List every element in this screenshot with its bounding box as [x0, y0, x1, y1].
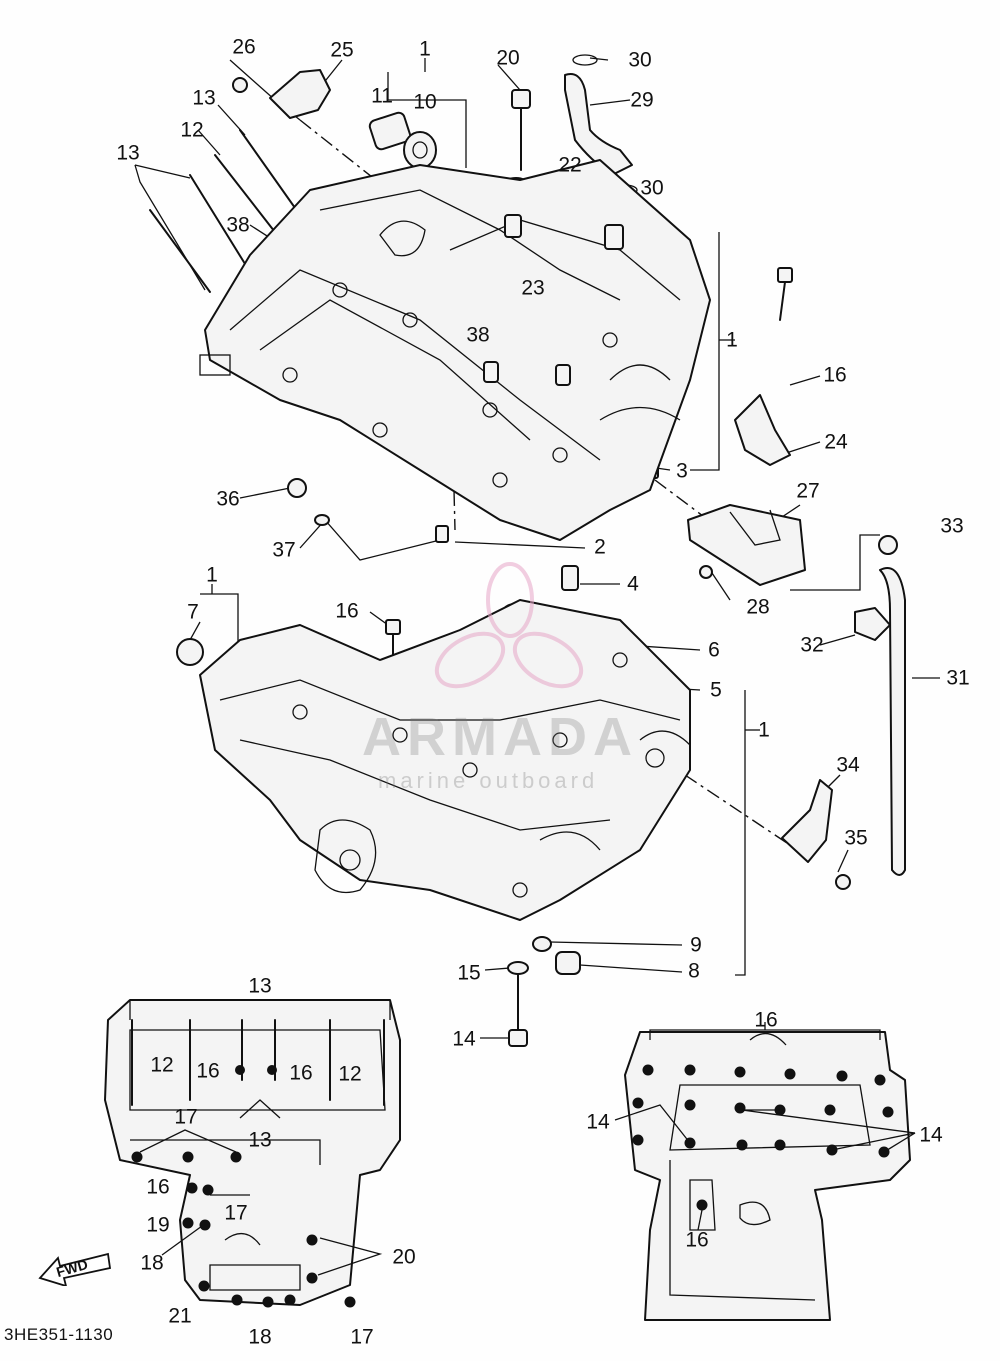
callout-number: 14	[586, 1110, 610, 1134]
callout-number: 20	[392, 1245, 416, 1269]
callout-number: 37	[272, 538, 296, 562]
callout-number: 24	[824, 430, 848, 454]
callout-number: 33	[940, 514, 964, 538]
watermark-logo	[434, 562, 584, 689]
callout-number: 1	[206, 563, 218, 587]
callout-number: 12	[150, 1053, 174, 1077]
callout-number: 30	[640, 176, 664, 200]
watermark-tagline: marine outboard	[378, 768, 599, 793]
callout-number: 3	[676, 459, 688, 483]
callout-number: 38	[466, 323, 490, 347]
callout-number: 29	[630, 88, 654, 112]
callout-number: 5	[710, 678, 722, 702]
callout-number: 25	[330, 38, 354, 62]
callout-number: 1	[726, 328, 738, 352]
callout-number: 8	[688, 959, 700, 983]
callout-number: 28	[746, 595, 770, 619]
callout-number: 13	[192, 86, 216, 110]
callout-number: 1	[419, 37, 431, 61]
callout-number: 31	[946, 666, 970, 690]
callout-number: 7	[187, 600, 199, 624]
callout-number: 32	[800, 633, 824, 657]
bolt-pattern-left	[104, 999, 401, 1308]
callout-number: 27	[796, 479, 820, 503]
callout-number: 35	[844, 826, 868, 850]
callout-number: 34	[836, 753, 860, 777]
bolt-pattern-right	[614, 1022, 916, 1321]
callout-number: 6	[708, 638, 720, 662]
callout-number: 17	[350, 1325, 374, 1349]
callout-number: 14	[452, 1027, 476, 1051]
callout-number: 26	[232, 35, 256, 59]
callout-number: 16	[685, 1228, 709, 1252]
callout-number: 2	[594, 535, 606, 559]
callout-number: 16	[196, 1059, 220, 1083]
callout-number: 12	[180, 118, 204, 142]
callout-number: 16	[335, 599, 359, 623]
callout-number: 23	[521, 276, 545, 300]
callout-number: 13	[248, 1128, 272, 1152]
callout-number: 11	[371, 84, 393, 108]
callout-number: 13	[248, 974, 272, 998]
diagram-code: 3HE351-1130	[4, 1325, 114, 1344]
callout-number: 38	[226, 213, 250, 237]
callout-number: 16	[823, 363, 847, 387]
callout-number: 19	[146, 1213, 170, 1237]
callout-number: 18	[140, 1251, 164, 1275]
callout-number: 20	[496, 46, 520, 70]
callout-number: 1	[758, 718, 770, 742]
callout-number: 21	[168, 1304, 192, 1328]
callout-number: 9	[690, 933, 702, 957]
callout-number: 22	[558, 153, 582, 177]
callout-number: 16	[754, 1008, 778, 1032]
callout-number: 17	[174, 1105, 198, 1129]
callout-number: 4	[627, 572, 639, 596]
lower-crankcase	[199, 599, 691, 921]
callout-number: 12	[338, 1062, 362, 1086]
callout-number: 16	[289, 1061, 313, 1085]
upper-crankcase	[199, 159, 711, 541]
callout-number: 10	[413, 90, 437, 114]
callout-number: 13	[116, 141, 140, 165]
callout-number: 17	[224, 1201, 248, 1225]
callout-number: 15	[457, 961, 481, 985]
callout-number: 14	[919, 1123, 943, 1147]
callout-number: 36	[216, 487, 240, 511]
fwd-arrow-icon	[38, 1252, 112, 1286]
watermark-brand: ARMADA	[362, 707, 638, 767]
callout-number: 30	[628, 48, 652, 72]
callout-number: 16	[146, 1175, 170, 1199]
callout-number: 18	[248, 1325, 272, 1349]
